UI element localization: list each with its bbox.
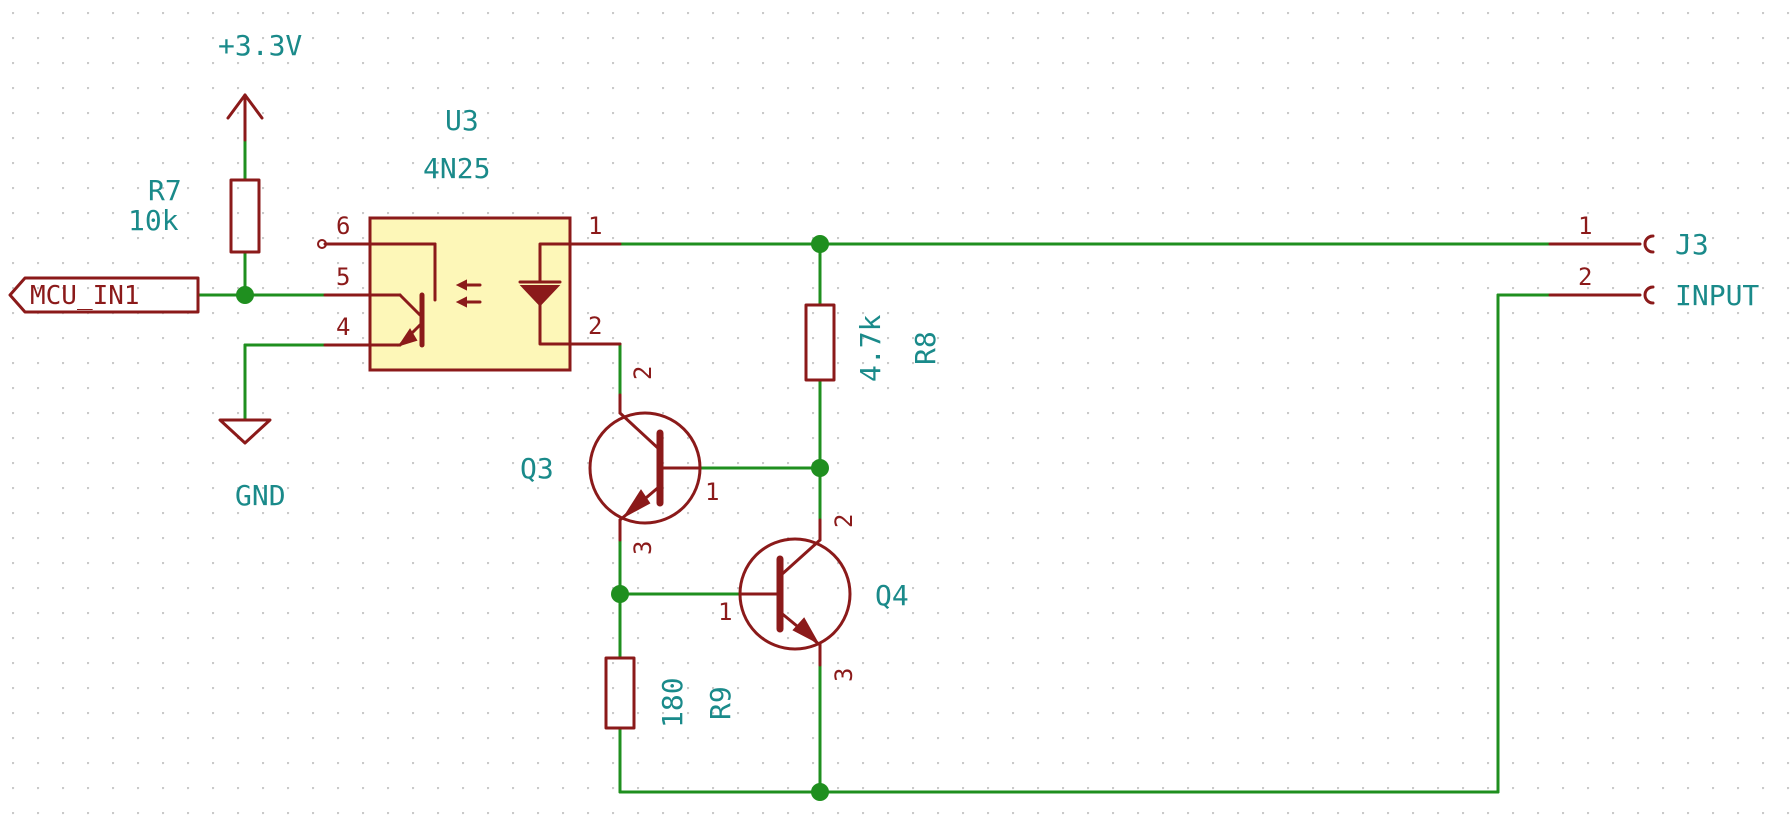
r7-ref: R7 [148,174,182,207]
u3-pin-5: 5 [336,263,350,291]
junction-dot [236,286,254,304]
junction-dot [811,235,829,253]
vcc-label: +3.3V [218,29,302,62]
q3-ref: Q3 [520,452,554,485]
r9-value: 180 [656,677,689,728]
r8-value: 4.7k [854,314,887,382]
resistor-r9[interactable]: 180 R9 [604,656,737,730]
resistor-r7[interactable]: R7 10k [128,174,261,254]
j3-value: INPUT [1675,279,1759,312]
u3-pin-6: 6 [336,212,350,240]
r7-value: 10k [128,204,179,237]
r9-ref: R9 [704,686,737,720]
u3-pin-1: 1 [588,212,602,240]
q3-pin-3: 3 [629,541,657,555]
q4-pin-3: 3 [830,668,858,682]
q4-pin-2: 2 [830,514,858,528]
q4-ref: Q4 [875,579,909,612]
u3-pin-2: 2 [588,312,602,340]
junction-dot [611,585,629,603]
net-label-mcu-in1[interactable]: MCU_IN1 [8,276,200,314]
u3-value: 4N25 [423,152,490,185]
junction-dot [811,459,829,477]
connector-j3[interactable]: 1 2 J3 INPUT [1548,212,1759,312]
q3-pin-2: 2 [629,366,657,380]
u3-ref: U3 [445,104,479,137]
transistor-q3[interactable]: Q3 2 1 3 [520,366,719,555]
transistor-q4[interactable]: Q4 2 1 3 [718,514,909,682]
resistor-r8[interactable]: 4.7k R8 [804,303,942,382]
j3-pin-2: 2 [1578,263,1592,291]
power-gnd-symbol[interactable]: GND [218,418,286,512]
wires [196,138,1552,794]
j3-pin-1: 1 [1578,212,1592,240]
r8-ref: R8 [909,331,942,365]
u3-pin-4: 4 [336,313,350,341]
optocoupler-u3[interactable]: U3 4N25 6 5 4 1 2 [317,104,622,372]
q3-pin-1: 1 [705,478,719,506]
net-label-text: MCU_IN1 [30,281,140,311]
power-vcc-symbol[interactable]: +3.3V [218,29,302,142]
gnd-label: GND [235,479,286,512]
j3-ref: J3 [1675,228,1709,261]
q4-pin-1: 1 [718,598,732,626]
junction-dot [811,783,829,801]
